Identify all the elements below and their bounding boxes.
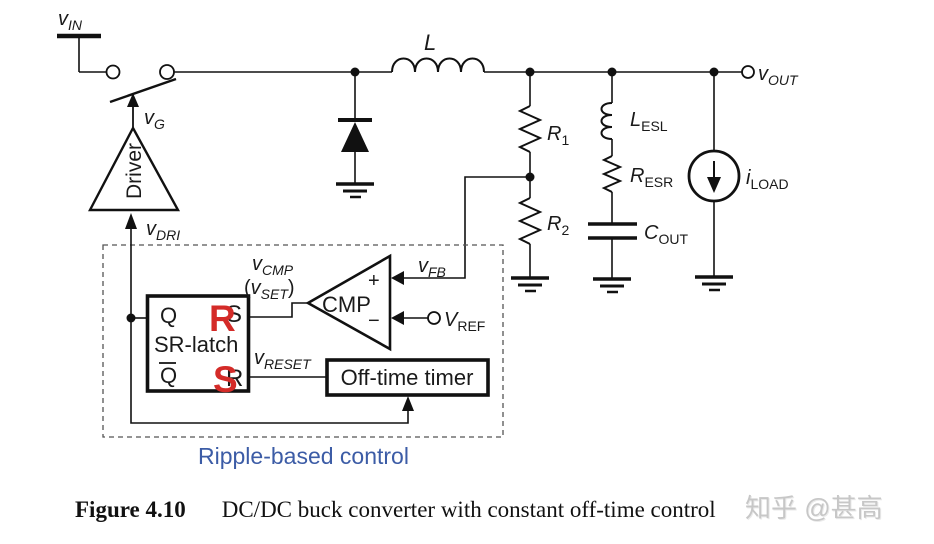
vref-label: VREF <box>444 309 485 334</box>
resistor-r2 <box>517 197 543 245</box>
cmp-minus-input: − <box>368 310 380 332</box>
latch-printed-set-input: S <box>226 301 242 328</box>
red-annotation-top: R <box>209 298 236 339</box>
gate-arrow: vG <box>127 93 165 132</box>
vin-supply: vIN <box>57 8 107 73</box>
vreset-label: vRESET <box>254 347 312 372</box>
figure-title: DC/DC buck converter with constant off-t… <box>221 497 716 522</box>
ground-symbol <box>336 182 374 199</box>
ripple-control-caption: Ripple-based control <box>198 443 409 469</box>
cmp-label: CMP <box>322 292 371 317</box>
vout-terminal: vOUT <box>741 63 799 88</box>
output-cap-branch: LESL RESR COUT <box>588 72 688 294</box>
vout-label: vOUT <box>758 63 799 88</box>
resistor-r1 <box>517 105 543 153</box>
timer-trigger-arrow <box>402 396 414 411</box>
power-switch <box>105 64 177 104</box>
lesl-label: LESL <box>630 109 668 134</box>
feedback-loop-wire <box>126 229 414 424</box>
esr-resistor <box>601 155 623 193</box>
sr-latch: Q Q SR-latch S R R S <box>145 294 251 400</box>
buck-converter-schematic: vIN vG Driver vDRI L <box>57 8 799 469</box>
red-annotation-bottom: S <box>213 359 238 400</box>
vcmp-label: vCMP <box>252 253 294 278</box>
cmp-plus-input: + <box>368 270 380 292</box>
latch-printed-reset-input: R <box>226 365 243 392</box>
latch-name: SR-latch <box>154 332 238 357</box>
feedback-tap-wire <box>404 176 530 279</box>
latch-qbar-output: Q <box>160 363 177 388</box>
vfb-label: vFB <box>418 255 446 280</box>
control-boundary-box <box>102 244 504 438</box>
vg-label: vG <box>144 107 165 132</box>
load-source: iLOAD <box>687 72 789 292</box>
figure-caption: Figure 4.10 DC/DC buck converter with con… <box>75 497 716 523</box>
cmp-output-wire <box>248 302 308 318</box>
iload-label: iLOAD <box>746 167 789 192</box>
ground-symbol <box>511 276 549 293</box>
inductor-L: L <box>391 30 485 73</box>
comparator: CMP + − vCMP (vSET) <box>244 253 392 352</box>
switch-blade <box>109 77 177 104</box>
zhihu-watermark: 知乎 @甚高 <box>745 493 883 523</box>
vdri-label: vDRI <box>146 218 180 243</box>
ground-symbol <box>593 277 631 294</box>
freewheel-diode <box>336 72 374 199</box>
r1-label: R1 <box>547 123 569 148</box>
latch-q-output: Q <box>160 303 177 328</box>
cout-label: COUT <box>644 222 688 247</box>
vset-label: (vSET) <box>244 277 295 302</box>
ground-symbol <box>695 275 733 292</box>
inductor-label: L <box>424 30 436 55</box>
esl-coil <box>600 102 613 140</box>
figure-number: Figure 4.10 <box>75 497 186 522</box>
top-rail <box>174 67 742 77</box>
driver-label: Driver <box>123 143 146 199</box>
vin-label: vIN <box>58 8 83 33</box>
r2-label: R2 <box>547 213 569 238</box>
current-arrow <box>707 177 721 193</box>
driver: Driver <box>88 125 181 212</box>
vfb-input: vFB <box>391 255 446 285</box>
feedback-divider: R1 R2 <box>404 72 569 293</box>
off-time-timer: vRESET Off-time timer <box>248 347 490 397</box>
vdri-arrow: vDRI <box>125 213 180 243</box>
timer-label: Off-time timer <box>341 365 474 390</box>
vref-input: VREF <box>391 309 485 334</box>
resr-label: RESR <box>630 165 673 190</box>
